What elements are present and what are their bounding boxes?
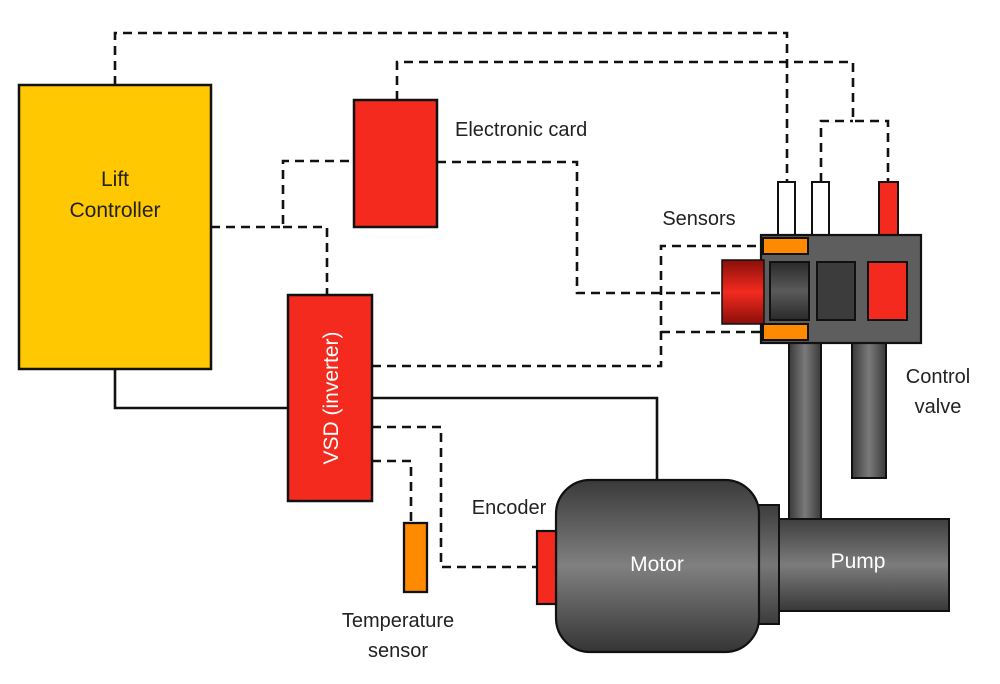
motor: Motor: [554, 478, 780, 654]
lift-controller-label-line2: Controller: [69, 199, 160, 222]
vsd-label: VSD (inverter): [320, 331, 343, 464]
wire-controller-to-vsd-power: [113, 369, 289, 410]
temperature-sensor-label-line1: Temperature: [342, 610, 454, 632]
encoder: Encoder: [472, 497, 558, 606]
wire-controller-to-card: [211, 159, 354, 229]
pump-label: Pump: [831, 550, 886, 573]
control-valve-label-line1: Control: [906, 366, 970, 388]
wire-vsd-to-temperature-sensor: [372, 459, 413, 523]
wire-controller-to-sensor-pin-1: [113, 31, 789, 182]
motor-label: Motor: [630, 553, 684, 576]
pump: Pump: [774, 518, 950, 612]
wire-vsd-to-motor-power: [372, 396, 659, 480]
control-valve-label-line2: valve: [915, 396, 962, 418]
wire-vsd-to-sensors: [372, 244, 763, 368]
wire-sensor-pin-2: [819, 119, 853, 182]
temperature-sensor-label-line2: sensor: [368, 640, 428, 662]
electronic-card: Electronic card: [352, 98, 587, 229]
hydraulic-pipes: [788, 342, 887, 521]
lift-controller: Lift Controller: [17, 83, 213, 371]
wire-vsd-to-encoder: [372, 425, 537, 569]
electronic-card-label: Electronic card: [455, 119, 587, 141]
sensors-label: Sensors: [662, 208, 735, 230]
power-wiring: [113, 369, 659, 480]
wire-card-to-sensor-pin-3: [395, 60, 890, 182]
signal-wiring: [113, 31, 890, 569]
lift-controller-label-line1: Lift: [101, 168, 129, 191]
control-valve: Sensors Control valve: [662, 181, 970, 418]
encoder-label: Encoder: [472, 497, 547, 519]
wire-controller-to-vsd: [283, 225, 329, 295]
temperature-sensor: Temperature sensor: [342, 521, 454, 662]
vsd-inverter: VSD (inverter): [286, 293, 374, 503]
